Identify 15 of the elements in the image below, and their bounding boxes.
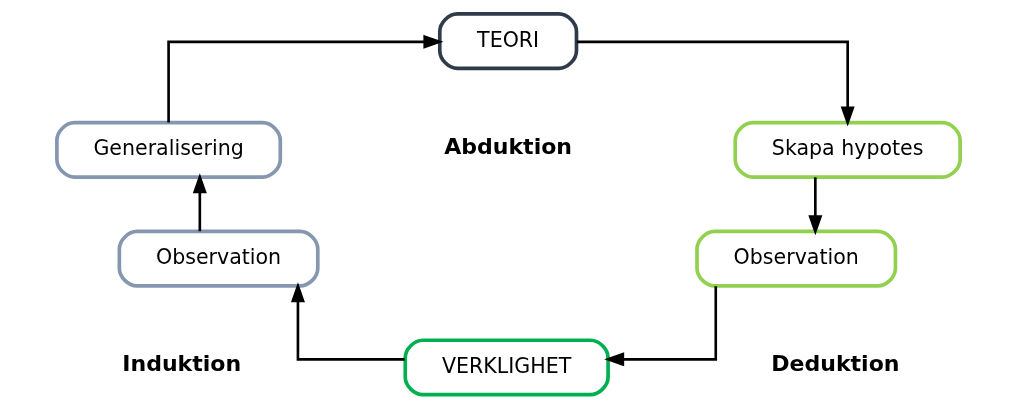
node-box: Skapa hypotes	[733, 120, 962, 179]
arrow	[808, 177, 823, 236]
node-box: TEORI	[437, 12, 579, 71]
arrow	[290, 282, 405, 361]
node-box: Generalisering	[55, 120, 283, 179]
arrow	[604, 286, 718, 367]
node-box: VERKLIGHET	[403, 338, 610, 397]
node-box: Observation	[117, 229, 320, 288]
label: Deduktion	[771, 351, 900, 377]
arrow	[167, 34, 444, 123]
node-box: Observation	[695, 229, 898, 288]
label: Abduktion	[444, 133, 573, 159]
label: Induktion	[122, 351, 242, 377]
arrow	[576, 40, 855, 127]
arrow	[192, 173, 207, 232]
